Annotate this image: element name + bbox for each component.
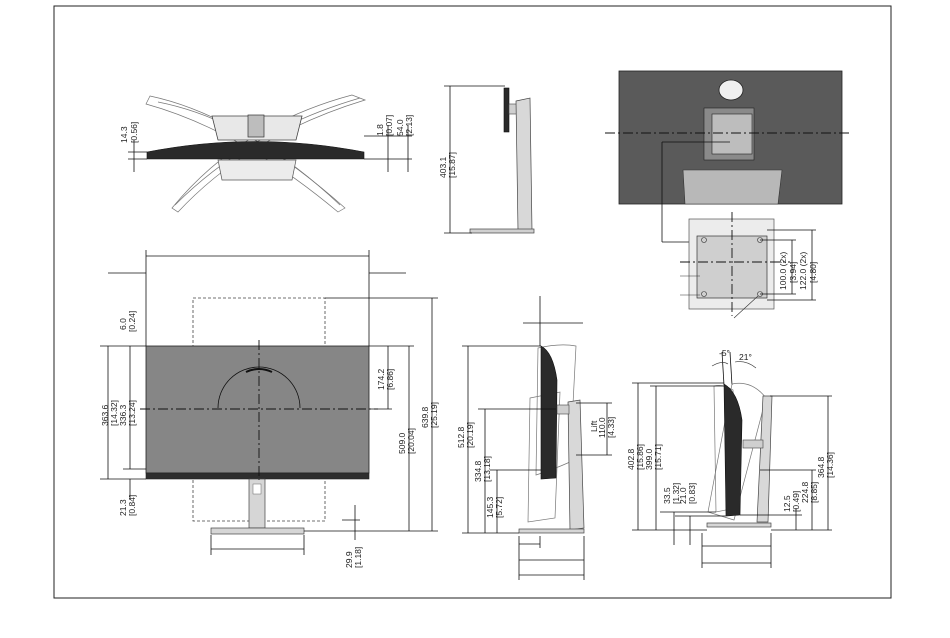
base-side bbox=[518, 528, 585, 534]
bottom-bezel bbox=[145, 472, 370, 480]
vesa-100-dim: 100.0 (2x) bbox=[778, 252, 788, 290]
side-3348-dim: 334.8 bbox=[473, 460, 483, 482]
side-5128-dim: 512.8 bbox=[456, 426, 466, 448]
tilt-210-dim: 21.0 bbox=[678, 487, 688, 504]
tilt-335-dim-in: [1.32] bbox=[671, 483, 681, 504]
front-3363-dim: 336.3 bbox=[118, 404, 128, 426]
stand-back bbox=[682, 169, 783, 205]
top-right-dim-1-in: [0.07] bbox=[384, 115, 394, 136]
vesa-detail: 100.0 (2x) [3.94] 122.0 (2x) [4.80] bbox=[680, 212, 818, 319]
tilt-2248-dim-in: [8.85] bbox=[809, 482, 819, 503]
height-dim-in: [15.87] bbox=[447, 152, 457, 178]
tilt-3990-dim-in: [15.71] bbox=[653, 444, 663, 470]
tilt-angle-fwd: 21° bbox=[739, 352, 752, 362]
front-5090-dim-in: [20.04] bbox=[406, 428, 416, 454]
side-1453-dim-in: [5.72] bbox=[494, 497, 504, 518]
vesa-122-dim: 122.0 (2x) bbox=[798, 252, 808, 290]
lift-dim-in: [4.33] bbox=[606, 417, 616, 438]
top-right-dim-2-in: [2.13] bbox=[404, 115, 414, 136]
front-5090-dim: 509.0 bbox=[397, 432, 407, 454]
front-213-dim: 21.3 bbox=[118, 499, 128, 516]
front-1742-dim-in: [6.86] bbox=[385, 369, 395, 390]
base-side-small bbox=[469, 228, 535, 234]
top-right-dim-1: 1.8 bbox=[375, 124, 385, 136]
tilt-335-dim: 33.5 bbox=[662, 487, 672, 504]
front-6-dim: 6.0 bbox=[118, 318, 128, 330]
tilt-125-dim-in: [0.49] bbox=[791, 491, 801, 512]
sheet-border bbox=[53, 5, 892, 599]
screen-front bbox=[145, 345, 370, 474]
front-6-dim-in: [0.24] bbox=[127, 311, 137, 332]
front-view: 6.0 [0.24] 363.6 [14.32] 336.3 [13.24] 2… bbox=[100, 250, 439, 568]
top-left-dim: 14.3 bbox=[119, 126, 129, 143]
side-1453-dim: 145.3 bbox=[485, 496, 495, 518]
tilt-3648-dim: 364.8 bbox=[816, 456, 826, 478]
neck-top bbox=[247, 114, 265, 138]
vesa-100-dim-in: [3.94] bbox=[788, 262, 798, 283]
tilt-3648-dim-in: [14.36] bbox=[825, 452, 835, 478]
column-tilt bbox=[756, 395, 773, 523]
panel-side bbox=[540, 345, 558, 480]
base-front bbox=[210, 527, 305, 535]
dell-logo-icon bbox=[718, 79, 744, 101]
tilt-view: -5° 21° 402.8 [15.86] 399.0 [15.71] 33.5… bbox=[626, 348, 835, 568]
back-view bbox=[605, 70, 850, 243]
panel-top bbox=[146, 141, 365, 160]
tilt-210-dim-in: [0.83] bbox=[687, 483, 697, 504]
top-left-dim-in: [0.56] bbox=[129, 122, 139, 143]
tilt-125-dim: 12.5 bbox=[782, 495, 792, 512]
side-3348-dim-in: [13.18] bbox=[482, 456, 492, 482]
height-dim: 403.1 bbox=[438, 156, 448, 178]
tilt-4028-dim-in: [15.86] bbox=[635, 444, 645, 470]
front-3636-dim: 363.6 bbox=[100, 404, 110, 426]
lift-dim: 110.0 bbox=[597, 417, 607, 438]
front-1742-dim: 174.2 bbox=[376, 368, 386, 390]
front-213-dim-in: [0.84] bbox=[127, 495, 137, 516]
front-299-dim-in: [1.18] bbox=[353, 547, 363, 568]
front-6398-dim: 639.8 bbox=[420, 406, 430, 428]
front-299-dim: 29.9 bbox=[344, 551, 354, 568]
front-3363-dim-in: [13.24] bbox=[127, 400, 137, 426]
top-right-dim-2: 54.0 bbox=[395, 119, 405, 136]
top-view: 14.3 [0.56] 1.8 [0.07] 54.0 [2.13] bbox=[119, 94, 414, 213]
front-6398-dim-in: [25.19] bbox=[429, 402, 439, 428]
column-side bbox=[567, 399, 585, 531]
side-view-small: 403.1 [15.87] bbox=[438, 85, 535, 234]
tilt-4028-dim: 402.8 bbox=[626, 448, 636, 470]
side-5128-dim-in: [20.19] bbox=[465, 422, 475, 448]
front-3636-dim-in: [14.32] bbox=[109, 400, 119, 426]
tilt-angle-back: -5° bbox=[719, 348, 730, 358]
side-view: 512.8 [20.19] 334.8 [13.18] 145.3 [5.72]… bbox=[456, 296, 616, 580]
tilt-3990-dim: 399.0 bbox=[644, 448, 654, 470]
panel-tilt bbox=[723, 383, 743, 517]
tilt-2248-dim: 224.8 bbox=[800, 481, 810, 503]
vesa-122-dim-in: [4.80] bbox=[808, 262, 818, 283]
lift-label: Lift bbox=[589, 420, 599, 432]
base-tilt bbox=[706, 522, 772, 528]
